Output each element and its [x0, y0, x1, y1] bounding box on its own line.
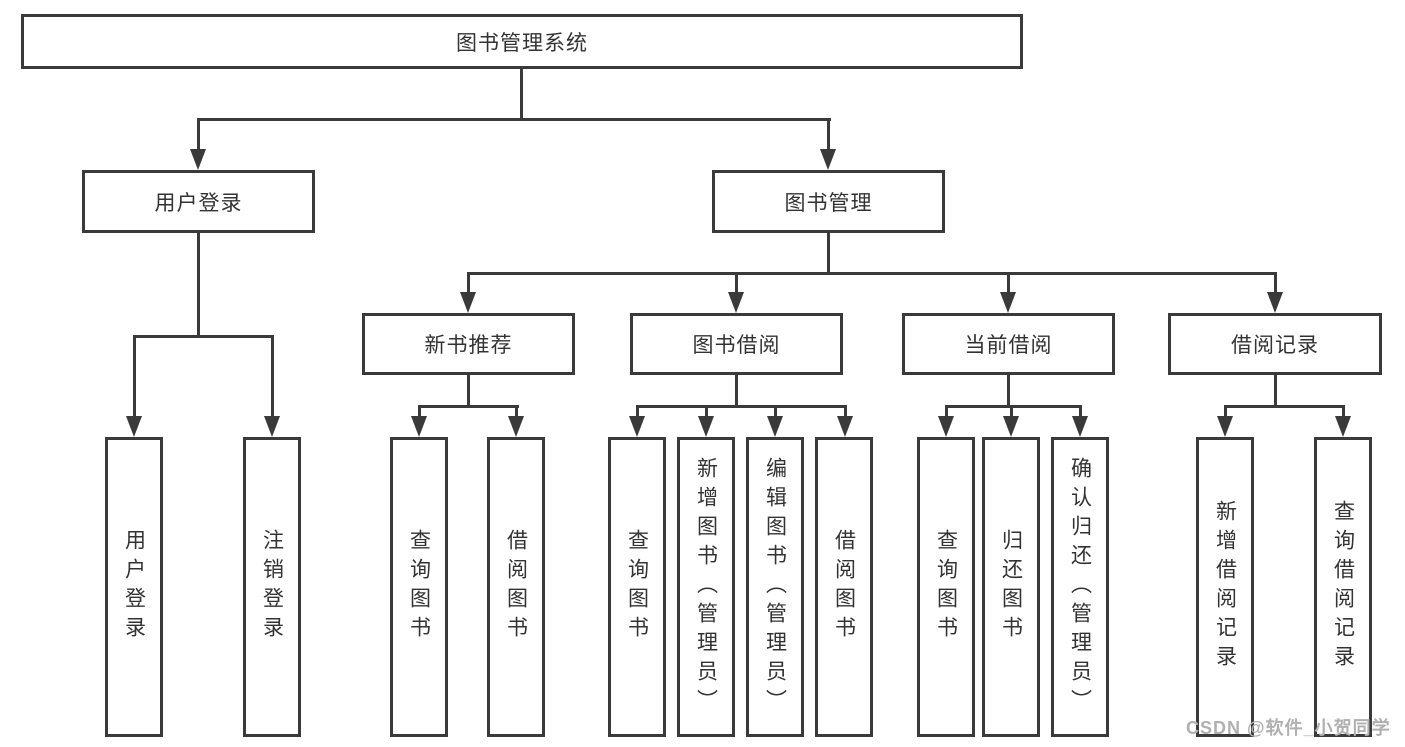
connector-line — [133, 335, 136, 416]
arrow-down-icon — [1072, 416, 1088, 437]
leaf-nbr-query-books-label: 查询图书 — [407, 529, 431, 645]
connector-line — [844, 405, 847, 416]
leaf-logout: 注销登录 — [243, 437, 301, 737]
leaf-bb-edit-books-admin-label: 编辑图书（管理员） — [763, 456, 787, 718]
arrow-down-icon — [126, 416, 142, 437]
connector-line — [467, 375, 470, 405]
leaf-bb-add-books-admin: 新增图书（管理员） — [677, 437, 735, 737]
connector-line — [1224, 405, 1345, 408]
leaf-bb-edit-books-admin: 编辑图书（管理员） — [746, 437, 804, 737]
connector-line — [1079, 405, 1082, 416]
node-book-management-label: 图书管理 — [784, 191, 873, 215]
node-borrowing-records-label: 借阅记录 — [1231, 334, 1319, 357]
node-new-book-recommendation-label: 新书推荐 — [424, 334, 513, 357]
connector-line — [467, 272, 470, 292]
node-current-borrowing: 当前借阅 — [902, 313, 1115, 375]
node-current-borrowing-label: 当前借阅 — [964, 334, 1053, 357]
leaf-bb-borrow-books-label: 借阅图书 — [832, 529, 856, 645]
connector-line — [636, 405, 847, 408]
connector-line — [827, 233, 830, 272]
leaf-nbr-borrow-books: 借阅图书 — [487, 437, 545, 737]
connector-line — [133, 335, 274, 338]
leaf-cb-query-books-label: 查询图书 — [934, 529, 958, 645]
node-book-borrowing: 图书借阅 — [630, 313, 843, 375]
arrow-down-icon — [820, 149, 836, 170]
leaf-user-login-label: 用户登录 — [122, 529, 146, 645]
connector-line — [515, 405, 518, 416]
leaf-cb-return-books: 归还图书 — [982, 437, 1040, 737]
leaf-br-add-record-label: 新增借阅记录 — [1213, 500, 1237, 674]
connector-line — [1342, 405, 1345, 416]
node-book-borrowing-label: 图书借阅 — [692, 334, 781, 357]
node-user-login: 用户登录 — [82, 170, 315, 233]
arrow-down-icon — [767, 416, 783, 437]
connector-line — [1274, 272, 1277, 292]
connector-line — [774, 405, 777, 416]
leaf-br-add-record: 新增借阅记录 — [1196, 437, 1254, 737]
arrow-down-icon — [938, 416, 954, 437]
arrow-down-icon — [460, 292, 476, 313]
connector-line — [1010, 405, 1013, 416]
watermark-text: CSDN @软件_小贺同学 — [1186, 718, 1391, 738]
leaf-bb-add-books-admin-label: 新增图书（管理员） — [694, 456, 718, 718]
node-borrowing-records: 借阅记录 — [1168, 313, 1382, 375]
connector-line — [705, 405, 708, 416]
arrow-down-icon — [837, 416, 853, 437]
arrow-down-icon — [1003, 416, 1019, 437]
connector-line — [827, 118, 830, 149]
connector-line — [1224, 405, 1227, 416]
connector-line — [735, 375, 738, 405]
arrow-down-icon — [1335, 416, 1351, 437]
leaf-nbr-query-books: 查询图书 — [390, 437, 448, 737]
arrow-down-icon — [1267, 292, 1283, 313]
node-new-book-recommendation: 新书推荐 — [362, 313, 575, 375]
arrow-down-icon — [411, 416, 427, 437]
connector-line — [636, 405, 639, 416]
leaf-bb-query-books-label: 查询图书 — [625, 529, 649, 645]
connector-line — [418, 405, 421, 416]
node-root: 图书管理系统 — [21, 14, 1023, 69]
leaf-cb-confirm-return-admin: 确认归还（管理员） — [1051, 437, 1109, 737]
connector-line — [197, 233, 200, 335]
connector-line — [945, 405, 1082, 408]
connector-line — [271, 335, 274, 416]
connector-line — [418, 405, 519, 408]
connector-line — [945, 405, 948, 416]
leaf-br-query-record-label: 查询借阅记录 — [1331, 500, 1355, 674]
leaf-cb-return-books-label: 归还图书 — [999, 529, 1023, 645]
arrow-down-icon — [1000, 292, 1016, 313]
arrow-down-icon — [190, 149, 206, 170]
connector-line — [467, 272, 1277, 275]
arrow-down-icon — [264, 416, 280, 437]
arrow-down-icon — [629, 416, 645, 437]
arrow-down-icon — [698, 416, 714, 437]
arrow-down-icon — [508, 416, 524, 437]
connector-line — [197, 118, 831, 121]
connector-line — [520, 69, 523, 119]
leaf-cb-confirm-return-admin-label: 确认归还（管理员） — [1068, 456, 1092, 718]
connector-line — [1007, 272, 1010, 292]
node-user-login-label: 用户登录 — [154, 191, 243, 215]
arrow-down-icon — [728, 292, 744, 313]
node-root-label: 图书管理系统 — [456, 31, 588, 55]
leaf-user-login: 用户登录 — [105, 437, 163, 737]
leaf-bb-borrow-books: 借阅图书 — [815, 437, 873, 737]
connector-line — [197, 118, 200, 149]
arrow-down-icon — [1217, 416, 1233, 437]
connector-line — [1007, 375, 1010, 405]
node-book-management: 图书管理 — [712, 170, 945, 233]
leaf-cb-query-books: 查询图书 — [917, 437, 975, 737]
connector-line — [1274, 375, 1277, 405]
leaf-br-query-record: 查询借阅记录 — [1314, 437, 1372, 737]
leaf-nbr-borrow-books-label: 借阅图书 — [504, 529, 528, 645]
leaf-logout-label: 注销登录 — [260, 529, 284, 645]
connector-line — [735, 272, 738, 292]
leaf-bb-query-books: 查询图书 — [608, 437, 666, 737]
